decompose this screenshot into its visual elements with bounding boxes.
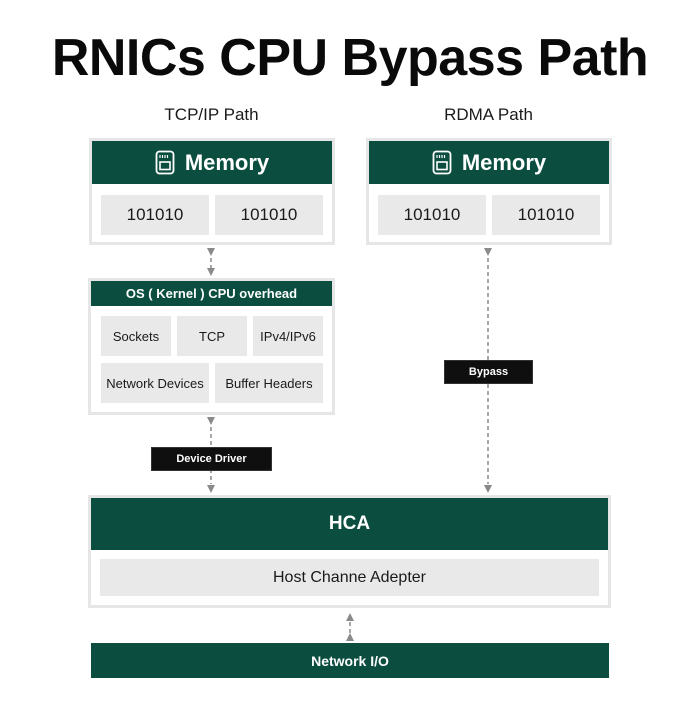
os-kernel-panel: OS ( Kernel ) CPU overhead Sockets TCP I… [88,278,335,415]
os-cell-buffer-headers: Buffer Headers [215,363,323,403]
os-cell-sockets: Sockets [101,316,171,356]
bypass-tag: Bypass [444,360,533,384]
hca-subtitle: Host Channe Adepter [100,559,599,596]
memory-card-icon [432,150,452,175]
rdma-memory-panel: Memory 101010 101010 [366,138,612,245]
connector-memory-to-os [207,248,215,276]
tcp-memory-header: Memory [92,141,332,184]
hca-panel: HCA Host Channe Adepter [88,495,611,608]
tcp-memory-cell: 101010 [215,195,323,235]
hca-header: HCA [91,498,608,550]
os-kernel-header: OS ( Kernel ) CPU overhead [91,281,332,306]
rdma-path-label: RDMA Path [444,105,533,124]
tcp-memory-title: Memory [184,149,270,175]
rdma-memory-cell: 101010 [378,195,486,235]
tcp-memory-cell: 101010 [101,195,209,235]
rdma-memory-header: Memory [369,141,609,184]
diagram-title: RNICs CPU Bypass Path [51,29,649,87]
network-io-bar: Network I/O [91,643,609,678]
rdma-memory-title: Memory [461,149,547,175]
os-cell-tcp: TCP [177,316,247,356]
connector-network-to-hca [346,613,354,641]
memory-card-icon [155,150,175,175]
rdma-memory-cell: 101010 [492,195,600,235]
os-cell-network-devices: Network Devices [101,363,209,403]
tcp-memory-panel: Memory 101010 101010 [89,138,335,245]
os-cell-ip: IPv4/IPv6 [253,316,323,356]
tcp-path-label: TCP/IP Path [164,105,259,124]
device-driver-tag: Device Driver [151,447,272,471]
